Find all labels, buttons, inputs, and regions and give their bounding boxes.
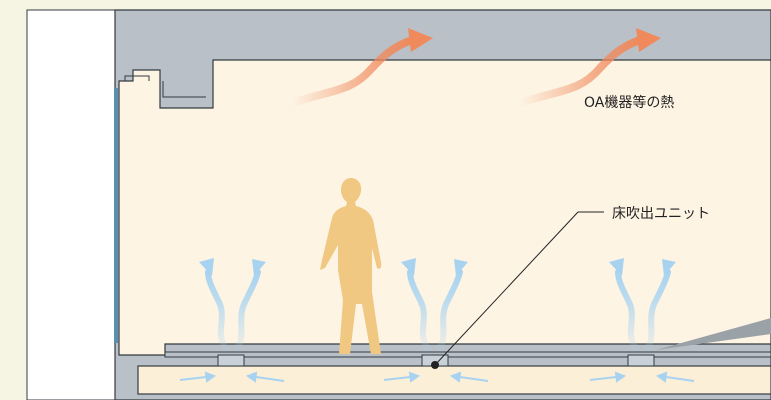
cool-air-arrows-right	[609, 258, 676, 351]
cool-air-arrows-center	[401, 258, 468, 351]
cool-air-arrow-icon	[437, 259, 468, 351]
raised-floor	[164, 351, 771, 358]
oa-heat-label: OA機器等の熱	[584, 94, 674, 111]
ceiling-beam-detail	[124, 75, 206, 98]
leader-dot	[431, 361, 439, 369]
floor-vent-icon	[627, 354, 655, 367]
plenum-air-arrows	[179, 371, 695, 383]
exterior-wall	[26, 9, 116, 400]
detail-callout-wedge	[656, 318, 771, 350]
underfloor-plenum	[137, 365, 771, 395]
cool-air-arrows-left	[199, 258, 266, 351]
person-silhouette-icon	[320, 178, 382, 354]
floor-unit-leader-line	[434, 211, 579, 366]
warm-air-arrow-icon	[516, 28, 661, 107]
floor-vent-icon	[217, 354, 245, 367]
warm-air-arrow-icon	[288, 28, 433, 107]
cool-air-arrow-icon	[235, 259, 266, 351]
floor-unit-label: 床吹出ユニット	[612, 206, 710, 222]
cool-air-arrow-icon	[609, 258, 639, 351]
cool-air-arrow-icon	[401, 258, 431, 351]
cool-air-arrow-icon	[645, 259, 676, 351]
window-edge	[114, 88, 118, 343]
cool-air-arrow-icon	[199, 258, 229, 351]
